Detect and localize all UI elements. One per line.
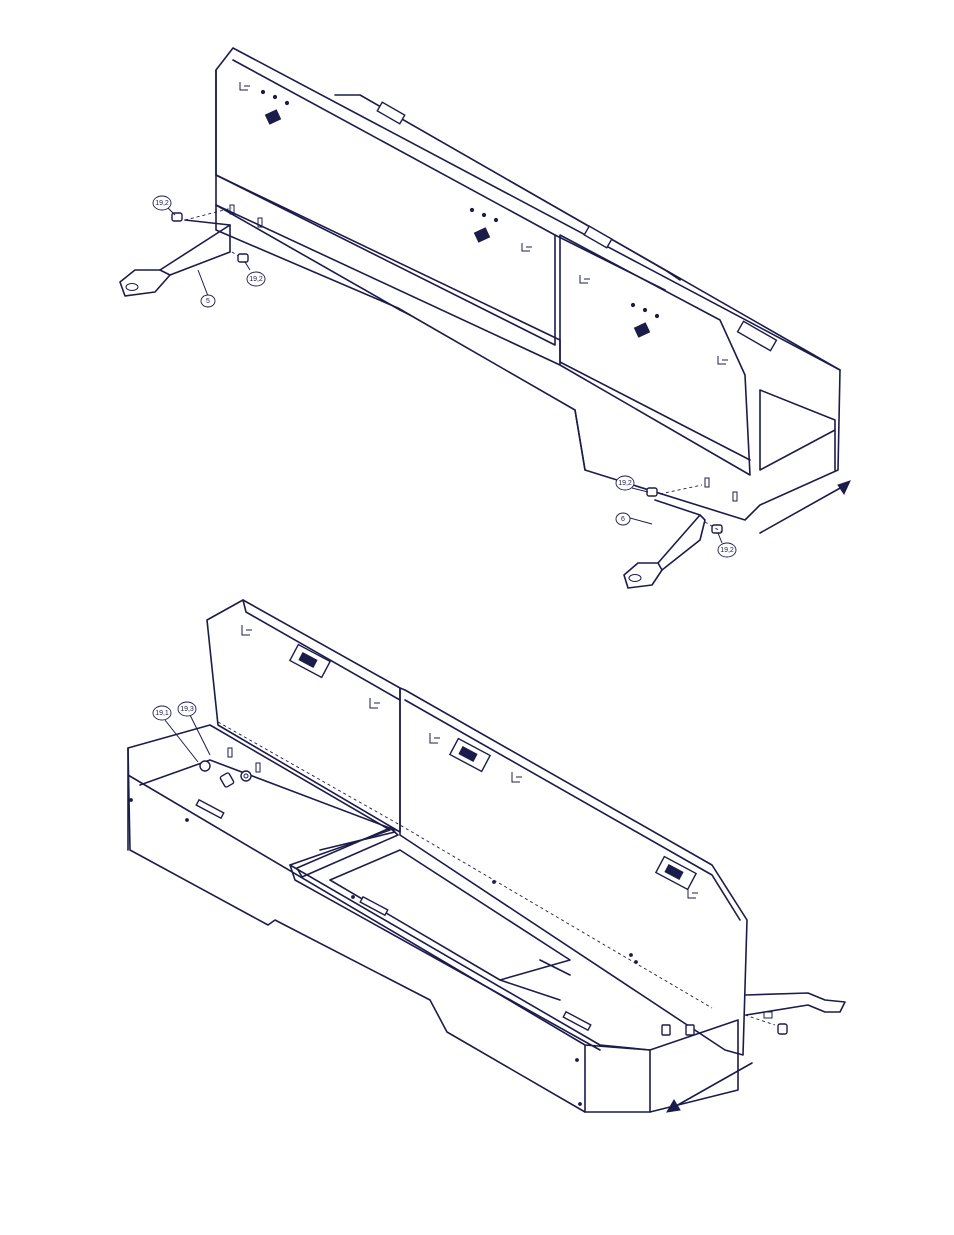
mount-slots (230, 205, 737, 501)
svg-text:5: 5 (206, 298, 210, 305)
bracket-left (120, 208, 248, 296)
lid-left (207, 600, 400, 832)
callouts-top: 19,2 19,2 5 19,2 6 19,2 (153, 196, 736, 557)
callout-c6: 19,2 (718, 543, 736, 557)
arrow-icon (667, 1063, 752, 1112)
end-tray (760, 390, 835, 470)
callout-c5: 6 (616, 513, 630, 525)
svg-text:19,2: 19,2 (720, 547, 734, 554)
leader-lines-top (168, 208, 722, 543)
bolt-icon (172, 213, 722, 533)
box-front-strip (216, 175, 750, 460)
svg-text:19,1: 19,1 (155, 710, 169, 717)
toolbox-open-view: 19,1 19,3 (128, 600, 845, 1112)
svg-text:6: 6 (621, 516, 625, 523)
leader-lines-bottom (165, 715, 210, 762)
latch-icon (290, 645, 696, 890)
callout-c2: 19,2 (247, 272, 265, 286)
arrow-icon (760, 481, 850, 533)
svg-text:19,2: 19,2 (618, 480, 632, 487)
callout-c8: 19,3 (178, 702, 196, 716)
callout-c3: 5 (201, 295, 215, 307)
callout-c4: 19,2 (616, 476, 634, 490)
hinge-icon (196, 800, 591, 1030)
box-outline (216, 48, 840, 520)
bracket-side (745, 993, 845, 1025)
body-outline (128, 725, 738, 1112)
svg-text:19,2: 19,2 (155, 200, 169, 207)
latch-icon (265, 110, 649, 337)
bracket-right (624, 485, 722, 588)
body-front (128, 748, 650, 1112)
lid-right (400, 688, 747, 1055)
callout-c1: 19,2 (153, 196, 171, 210)
box-bottom (216, 205, 585, 470)
svg-text:19,2: 19,2 (249, 276, 263, 283)
rivet-dots (130, 799, 638, 1106)
lid-left-edge (243, 600, 400, 700)
rivet-dots (261, 90, 658, 317)
svg-text:19,3: 19,3 (180, 706, 194, 713)
strut-parts (200, 761, 694, 1035)
callouts-bottom: 19,1 19,3 (153, 702, 196, 720)
toolbox-closed-view: 19,2 19,2 5 19,2 6 19,2 (120, 48, 850, 588)
callout-c7: 19,1 (153, 706, 171, 720)
bolt-icon (778, 1024, 787, 1034)
lid-right-edge (405, 700, 740, 920)
